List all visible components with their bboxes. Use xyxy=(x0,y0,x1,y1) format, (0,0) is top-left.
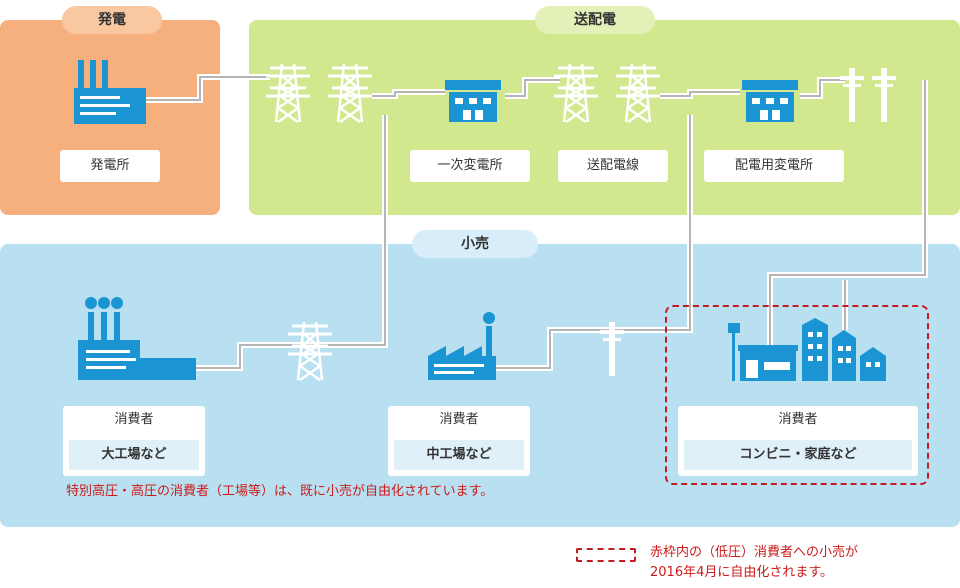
consumer-large-factory: 消費者 大工場など xyxy=(63,406,205,476)
utility-pole-icon xyxy=(840,68,864,122)
legend-line-2: 2016年4月に自由化されます。 xyxy=(650,565,834,580)
power-lines-inner xyxy=(146,76,926,369)
retail-title: 小売 xyxy=(412,230,538,258)
legend-dashed-swatch xyxy=(576,548,636,562)
utility-pole-icon xyxy=(872,68,896,122)
consumer-label: 消費者 xyxy=(778,412,818,427)
transmission-tower-icon xyxy=(614,62,662,124)
retail-panel xyxy=(0,244,960,527)
medium-factory-icon xyxy=(428,312,496,380)
consumer-type: 大工場など xyxy=(69,440,199,470)
consumer-store-homes: 消費者 コンビニ・家庭など xyxy=(678,406,918,476)
store-and-homes-icon xyxy=(728,318,886,381)
consumer-type: 中工場など xyxy=(394,440,524,470)
special-high-voltage-note: 特別高圧・高圧の消費者（工場等）は、既に小売が自由化されています。 xyxy=(66,484,494,499)
consumer-type: コンビニ・家庭など xyxy=(684,440,912,470)
distribution-substation-label: 配電用変電所 xyxy=(704,150,844,182)
transmission-title: 送配電 xyxy=(535,6,655,34)
consumer-medium-factory: 消費者 中工場など xyxy=(388,406,530,476)
legend-line-1: 赤枠内の（低圧）消費者への小売が xyxy=(650,545,859,560)
low-voltage-highlight-frame xyxy=(665,305,929,485)
consumer-label: 消費者 xyxy=(114,412,154,427)
transmission-tower-icon xyxy=(286,320,334,382)
power-plant-icon xyxy=(74,60,146,124)
consumer-label: 消費者 xyxy=(439,412,479,427)
legend-text: 赤枠内の（低圧）消費者への小売が 2016年4月に自由化されます。 xyxy=(650,543,858,583)
substation-icon xyxy=(445,80,501,122)
power-plant-label: 発電所 xyxy=(60,150,160,182)
transmission-lines-label: 送配電線 xyxy=(558,150,668,182)
transmission-tower-icon xyxy=(326,62,374,124)
transmission-tower-icon xyxy=(552,62,600,124)
utility-pole-icon xyxy=(600,322,624,376)
primary-substation-label: 一次変電所 xyxy=(410,150,530,182)
substation-icon xyxy=(742,80,798,122)
transmission-tower-icon xyxy=(264,62,312,124)
generation-title: 発電 xyxy=(62,6,162,34)
large-factory-icon xyxy=(78,297,196,380)
transmission-panel xyxy=(249,20,960,215)
